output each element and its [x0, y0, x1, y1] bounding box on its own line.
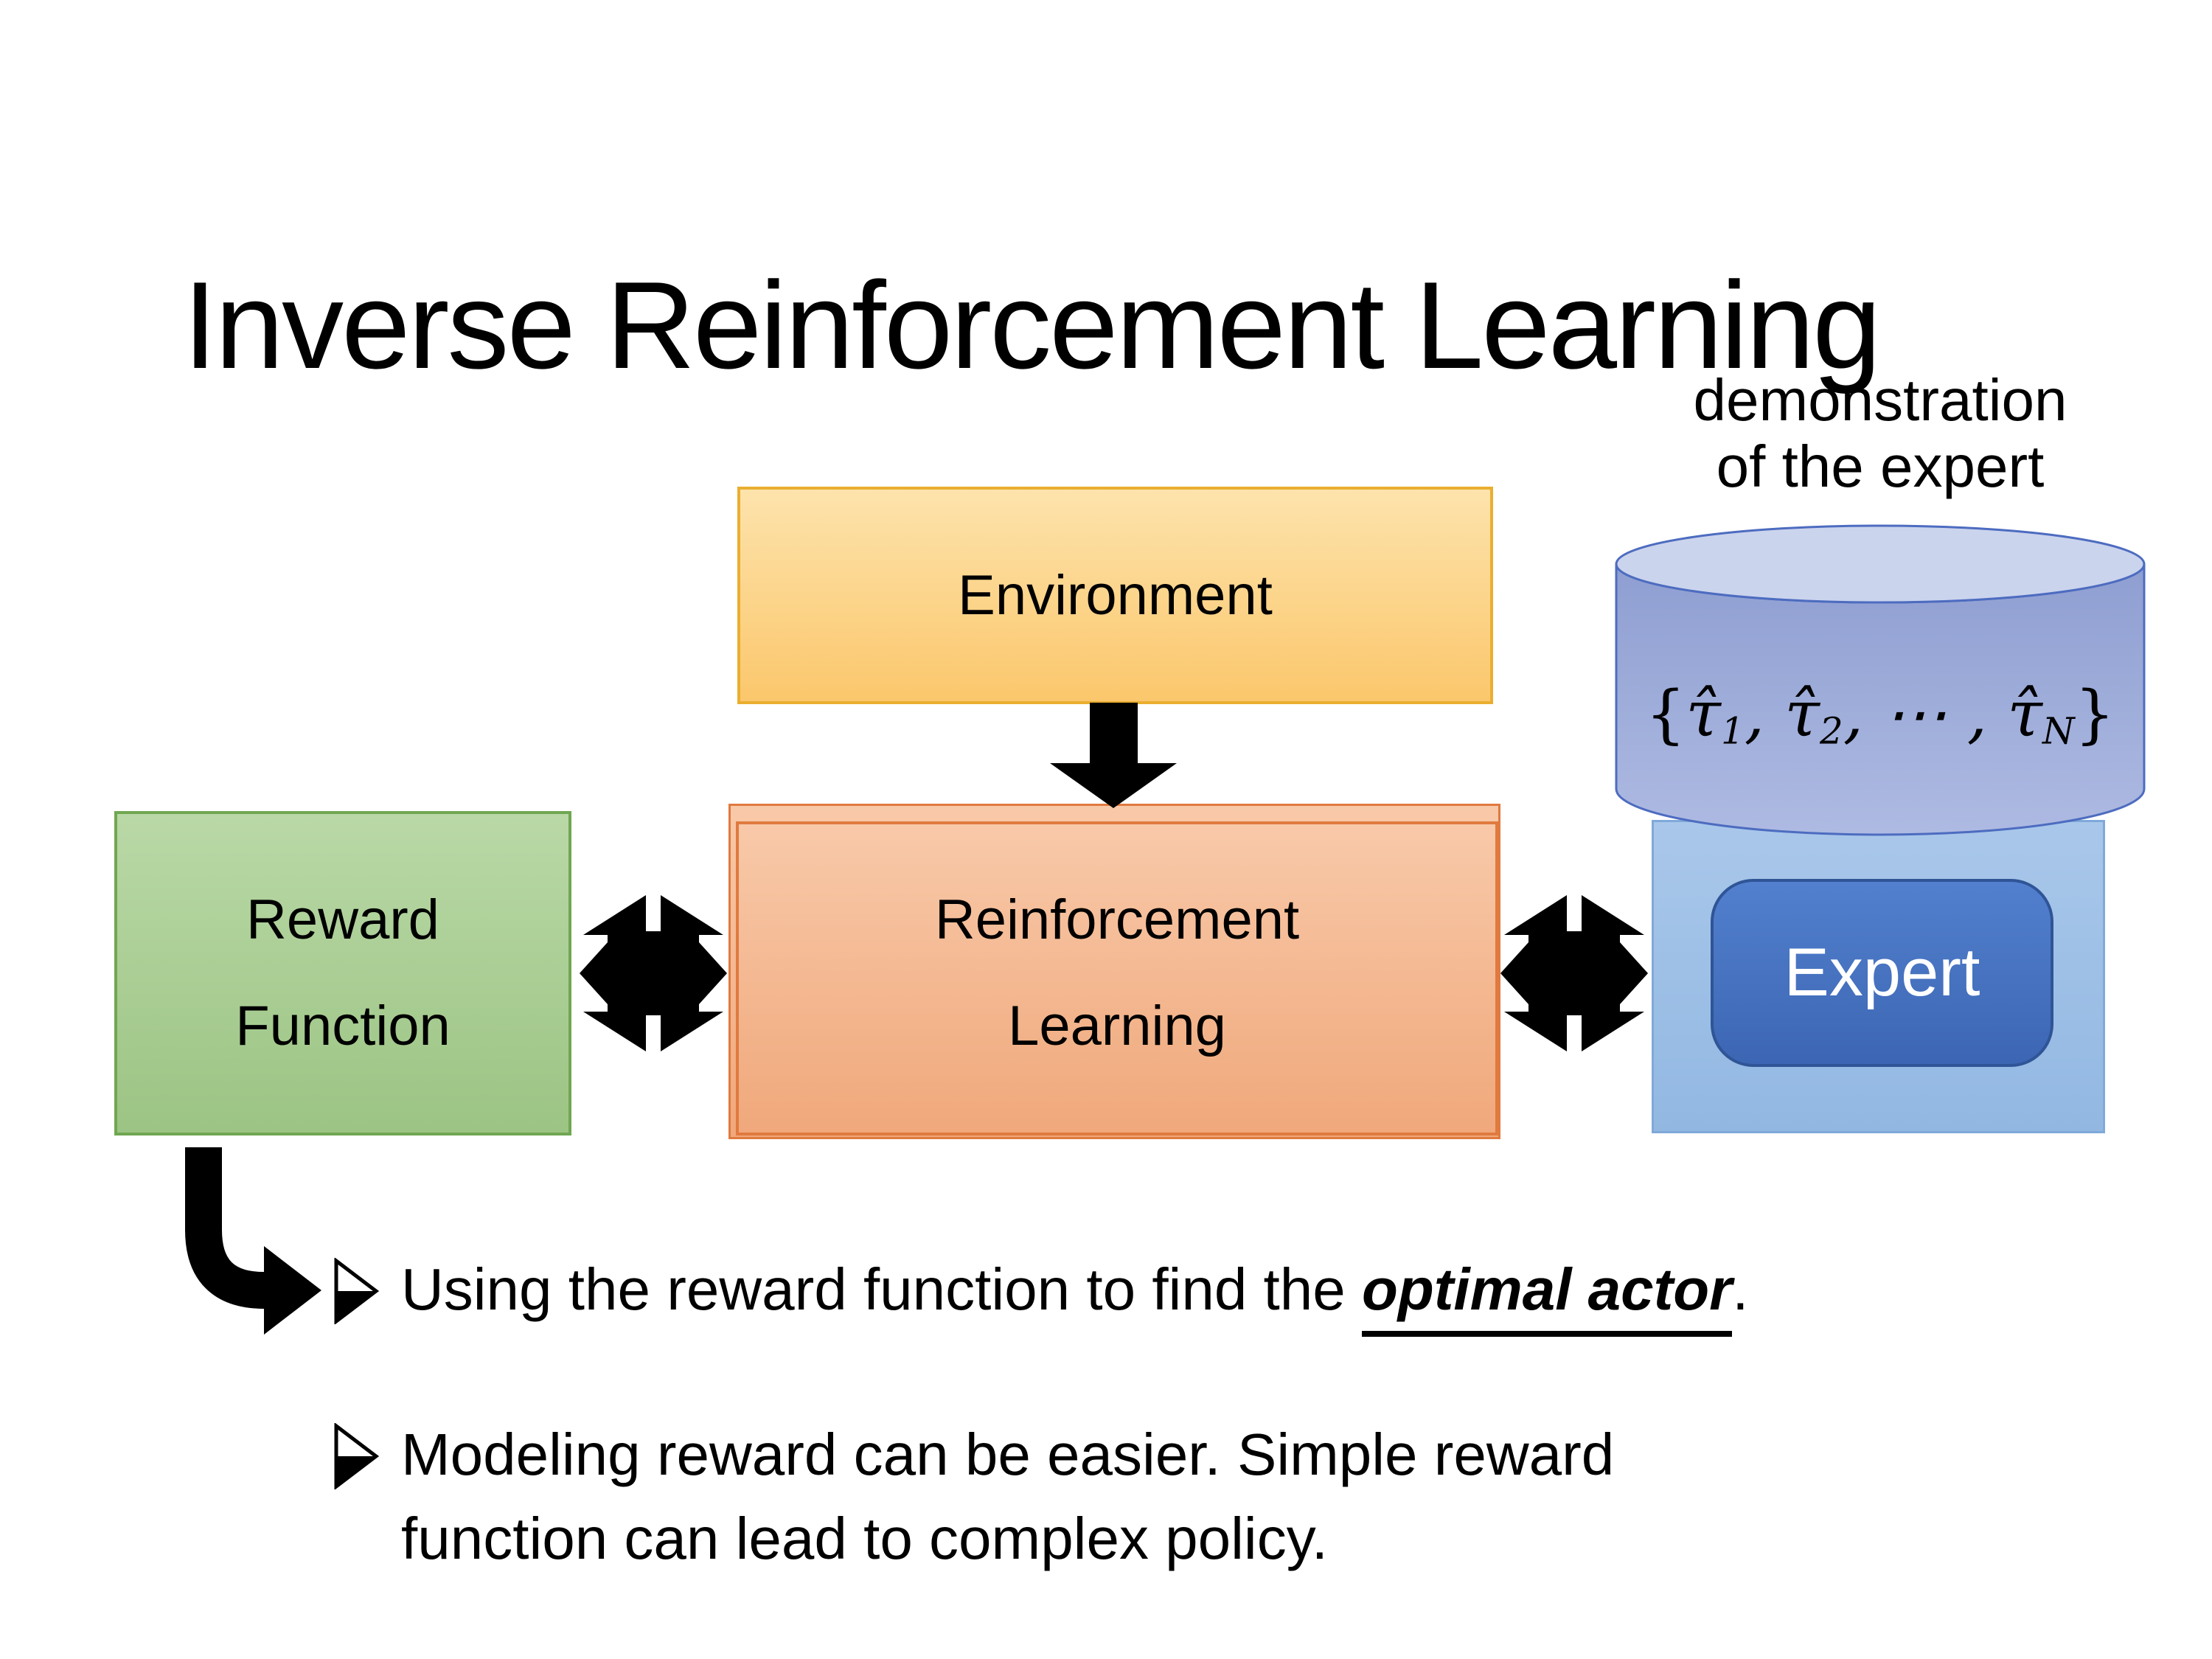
formula-sub2: 2: [1819, 709, 1843, 753]
down-arrow-icon: [1050, 703, 1177, 808]
bullet-1-pre: Using the reward function to find the: [401, 1256, 1362, 1322]
expert-box: [1711, 879, 2053, 1067]
double-arrow-right-icon: [1500, 895, 1648, 1051]
demonstration-caption-line2: of the expert: [1716, 434, 2045, 499]
formula-open-brace: {: [1645, 678, 1686, 752]
expert-label: Expert: [1784, 935, 1980, 1010]
environment-label: Environment: [958, 564, 1273, 627]
slide-title: Inverse Reinforcement Learning: [183, 255, 1882, 394]
formula-sep2: , ⋯ ,: [1843, 678, 2008, 752]
formula-sep1: ,: [1744, 678, 1785, 752]
demonstration-caption-line1: demonstration: [1693, 366, 2067, 433]
environment-box: [737, 487, 1493, 704]
reward-function-label: Reward Function: [114, 811, 571, 1135]
bullet-2-line1: Modeling reward can be easier. Simple re…: [401, 1422, 1615, 1487]
trajectory-set-formula: {τ̂1, τ̂2, ⋯ , τ̂N}: [1616, 656, 2144, 774]
demonstration-caption: demonstration of the expert: [1600, 360, 2160, 507]
bullet-2-text: Modeling reward can be easier. Simple re…: [401, 1413, 1614, 1582]
rl-label-line2: Learning: [1008, 995, 1226, 1057]
reward-function-box: [114, 811, 571, 1135]
arrowhead-bullet-icon: [334, 1423, 380, 1489]
arrowhead-bullet-icon: [334, 1258, 380, 1324]
bullet-1-text: Using the reward function to find the op…: [401, 1248, 1749, 1337]
formula-sub1: 1: [1720, 709, 1745, 753]
bullet-1-emphasis: optimal actor: [1361, 1256, 1733, 1337]
reinforcement-learning-label: Reinforcement Learning: [736, 811, 1498, 1135]
bullet-1-post: .: [1732, 1256, 1749, 1322]
formula-tauN: τ̂: [2007, 678, 2042, 752]
bent-arrow-icon: [185, 1147, 321, 1335]
formula-close-brace: }: [2074, 678, 2115, 752]
reward-label-line2: Function: [235, 995, 451, 1057]
bullet-item-1: Using the reward function to find the op…: [333, 1248, 2140, 1337]
formula-tau2: τ̂: [1784, 678, 1820, 752]
double-arrow-left-icon: [580, 895, 727, 1051]
reward-label-line1: Reward: [246, 888, 439, 951]
formula-subN: N: [2042, 709, 2075, 753]
reinforcement-learning-box: [736, 821, 1498, 1135]
rl-label-line1: Reinforcement: [934, 888, 1300, 951]
bullet-item-2: Modeling reward can be easier. Simple re…: [333, 1413, 2140, 1582]
formula-tau1: τ̂: [1686, 678, 1721, 752]
bullet-2-line2: function can lead to complex policy.: [401, 1506, 1328, 1572]
